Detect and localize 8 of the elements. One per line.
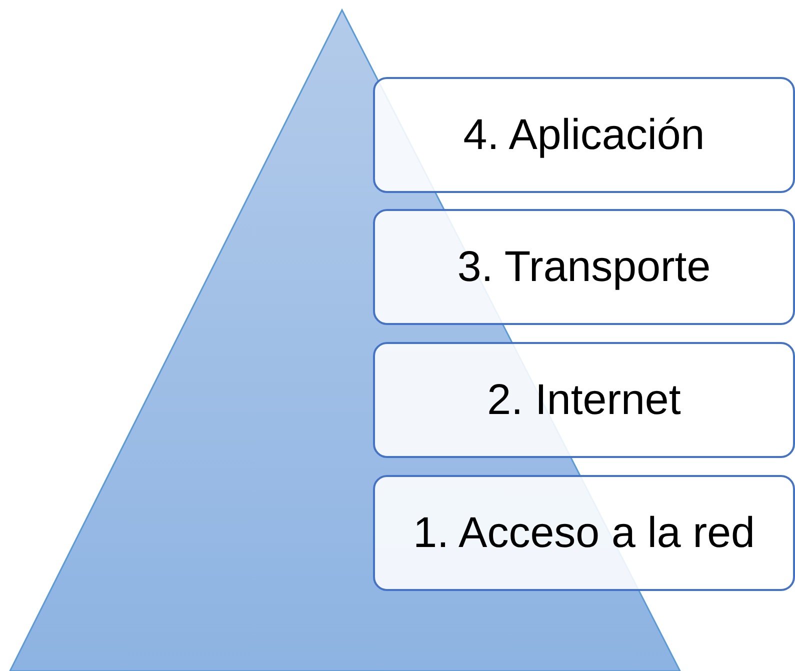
layer-box [373,209,795,325]
layer-label: 3. Transporte [457,242,711,292]
layer-label: 1. Acceso a la red [413,508,755,558]
layer-label: 2. Internet [487,376,681,424]
layer-box [373,77,795,193]
layer-box [373,342,795,458]
layer-label: 4. Aplicación [463,110,705,160]
layer-box [373,475,795,591]
